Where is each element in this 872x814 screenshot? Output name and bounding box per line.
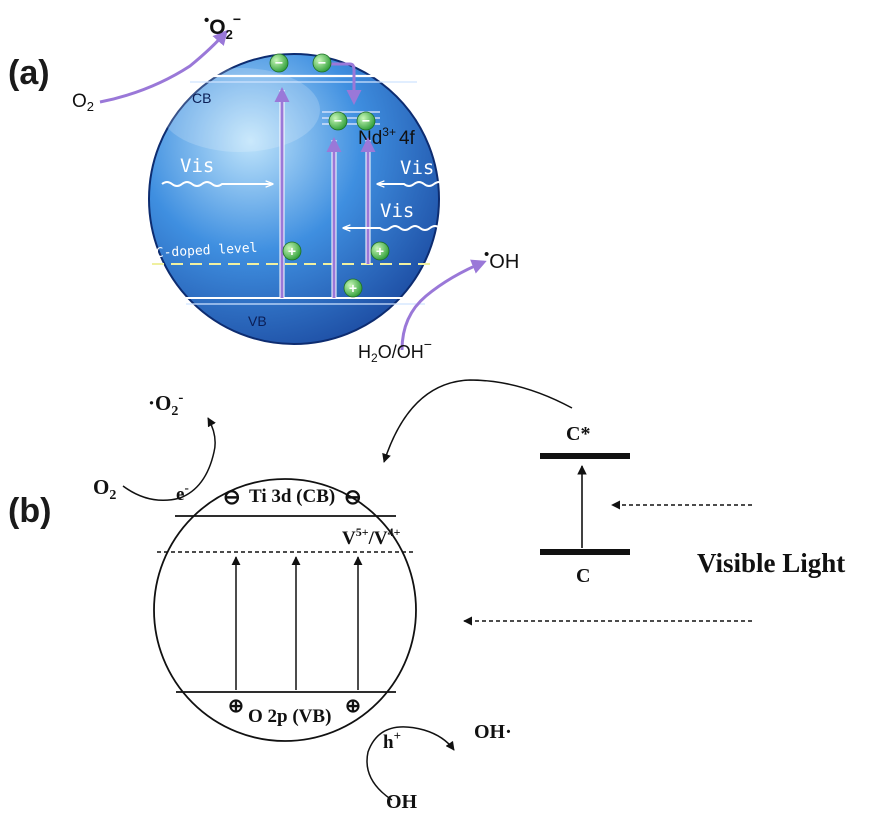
semiconductor-circle xyxy=(153,478,417,742)
vis-label-left: Vis xyxy=(180,155,214,177)
hole-label: h+ xyxy=(383,728,401,753)
vanadium-label: V5+/V4+ xyxy=(342,525,401,549)
superoxide-label-b: ·O2- xyxy=(148,390,183,419)
panel-b-label: (b) xyxy=(8,492,51,530)
vis-arrow-right-upper xyxy=(378,182,465,186)
vis-label-right-upper: Vis xyxy=(400,157,434,179)
vb-label: VB xyxy=(248,313,267,329)
o-2p-vb-label: O 2p (VB) xyxy=(248,706,331,727)
c-label: C xyxy=(576,565,590,587)
water-oxidation-arrow xyxy=(400,259,487,351)
oh-radical-label: OH· xyxy=(474,721,512,743)
oh-label: OH xyxy=(386,791,418,813)
oxygen-label-a: O2 xyxy=(72,91,94,114)
visible-light-label: Visible Light xyxy=(697,548,845,578)
vb-plus-right: ⊕ xyxy=(345,696,361,717)
svg-text:+: + xyxy=(288,243,296,259)
svg-text:−: − xyxy=(275,55,283,71)
electron-to-oxygen-arrow xyxy=(122,417,216,501)
cb-minus-right: ⊖ xyxy=(344,485,362,509)
hole-oxidation-arrow xyxy=(366,726,455,801)
c-to-cb-injection-arrow xyxy=(382,379,573,463)
panel-a: (a) CB VB C-doped level Nd3+4f Vis Vis xyxy=(8,11,519,365)
hole-particle-3: + xyxy=(343,278,363,298)
vis-arrow-right-lower xyxy=(344,226,441,230)
svg-text:−: − xyxy=(334,113,342,129)
hole-particle-1: + xyxy=(282,241,302,261)
electron-particle-cb-2: − xyxy=(312,53,332,73)
water-label-a: H2O/OH− xyxy=(358,336,432,365)
cb-minus-left: ⊖ xyxy=(223,485,241,509)
hole-particle-2: + xyxy=(370,241,390,261)
electron-particle-cb-1: − xyxy=(269,53,289,73)
vb-plus-left: ⊕ xyxy=(228,696,244,717)
sphere-highlight xyxy=(160,68,320,152)
svg-text:+: + xyxy=(349,280,357,296)
electron-transfer-arrow xyxy=(330,62,362,105)
c-star-label: C* xyxy=(566,423,590,445)
panel-a-label: (a) xyxy=(8,54,50,92)
svg-text:+: + xyxy=(376,243,384,259)
vis-arrow-left xyxy=(161,182,272,186)
hydroxyl-radical-label-a: •OH xyxy=(484,246,519,273)
c-doped-level-label: C-doped level xyxy=(155,241,257,261)
svg-text:−: − xyxy=(362,113,370,129)
vis-label-right-lower: Vis xyxy=(380,200,414,222)
oxygen-reduction-arrow xyxy=(99,29,228,104)
ti-3d-cb-label: Ti 3d (CB) xyxy=(249,486,335,507)
electron-label-b: e- xyxy=(176,480,189,505)
oxygen-label-b: O2 xyxy=(93,475,116,503)
electron-particle-nd-2: − xyxy=(356,111,376,131)
svg-text:−: − xyxy=(318,55,326,71)
cb-label: CB xyxy=(192,90,211,106)
electron-particle-nd-1: − xyxy=(328,111,348,131)
panel-b: (b) ⊖ Ti 3d (CB) ⊖ ⊕ O 2p (VB) ⊕ V5+/V4+… xyxy=(8,379,845,813)
superoxide-label-a: •O2− xyxy=(204,11,241,42)
